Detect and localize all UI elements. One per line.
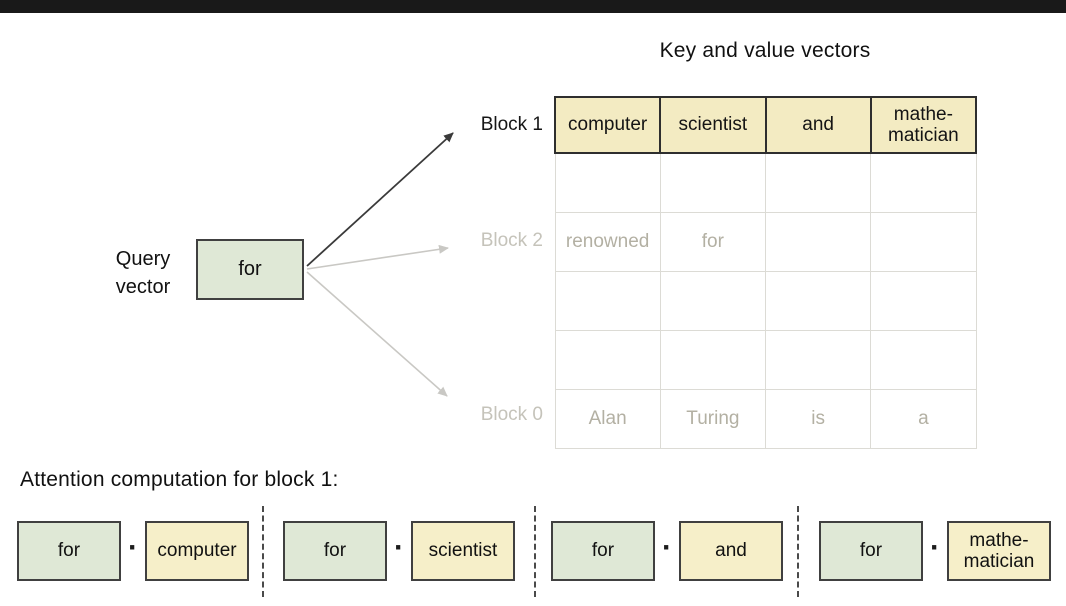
- kv-cell-empty: [554, 330, 661, 390]
- kv-row-block2: renowned for: [554, 212, 977, 272]
- kv-cell-empty: [870, 330, 977, 390]
- query-vector-label: Query vector: [101, 245, 185, 301]
- pair3-key-text: and: [715, 540, 747, 562]
- kv-cell-empty: [659, 330, 767, 390]
- kv-cell-empty: [764, 212, 872, 272]
- kv-cell-empty: [764, 330, 872, 390]
- kv-cell-empty: [554, 271, 661, 331]
- kv-cell-block0: a: [870, 389, 977, 449]
- attention-pair-3: for · and: [551, 521, 783, 581]
- dot-product-operator: ·: [930, 531, 940, 564]
- block0-label: Block 0: [480, 404, 543, 425]
- kv-cell-empty: [764, 271, 872, 331]
- attention-heading: Attention computation for block 1:: [20, 468, 339, 491]
- kv-cell-block2: for: [659, 212, 767, 272]
- kv-cell-block1: scientist: [659, 96, 767, 154]
- pair2-key-text: scientist: [428, 540, 498, 562]
- kv-cell-block2: renowned: [554, 212, 661, 272]
- block1-label: Block 1: [480, 114, 543, 135]
- block2-label: Block 2: [480, 230, 543, 251]
- pair1-key-text: computer: [157, 540, 237, 562]
- query-vector-label-line2: vector: [115, 276, 171, 298]
- key-token-box-2: scientist: [411, 521, 515, 581]
- pair-separator-dashed: [797, 506, 799, 597]
- kv-cell-block1: computer: [553, 96, 662, 154]
- kv-row-block1: computer scientist and mathe-matician: [553, 96, 978, 154]
- pair4-key-text: mathe-matician: [963, 529, 1035, 572]
- kv-cell-empty: [764, 152, 872, 213]
- dot-product-operator: ·: [128, 531, 138, 564]
- pair1-query-text: for: [57, 540, 81, 562]
- key-token-box-1: computer: [145, 521, 249, 581]
- kv-cell-empty: [659, 271, 767, 331]
- kv-row-empty: [554, 271, 977, 331]
- pair2-query-text: for: [323, 540, 347, 562]
- kv-cell-block1: mathe-matician: [869, 96, 978, 154]
- kv-cell-empty: [870, 271, 977, 331]
- query-vector-label-line1: Query: [115, 248, 171, 270]
- query-token-text: for: [238, 258, 262, 280]
- kv-cell-block0: Alan: [554, 389, 661, 449]
- kv-cell-empty: [870, 152, 977, 213]
- kv-cell-block0: is: [764, 389, 872, 449]
- kv-row-block0: Alan Turing is a: [554, 389, 977, 449]
- kv-cell-block1: and: [764, 96, 872, 154]
- arrow-to-block0: [306, 271, 448, 397]
- kv-cell-empty: [659, 152, 767, 213]
- query-token-box-4: for: [819, 521, 923, 581]
- kv-row-empty: [554, 330, 977, 390]
- kv-table-title: Key and value vectors: [659, 39, 871, 62]
- attention-pair-4: for · mathe-matician: [819, 521, 1051, 581]
- key-token-box-3: and: [679, 521, 783, 581]
- kv-cell-block0: Turing: [659, 389, 767, 449]
- window-top-bar: [0, 0, 1066, 13]
- arrow-to-block2: [306, 244, 449, 270]
- attention-pair-2: for · scientist: [283, 521, 515, 581]
- key-token-box-4: mathe-matician: [947, 521, 1051, 581]
- kv-cell-empty: [870, 212, 977, 272]
- kv-cell-empty: [554, 152, 661, 213]
- kv-row-empty: [554, 152, 977, 213]
- query-token-box: for: [196, 239, 304, 300]
- query-token-box-2: for: [283, 521, 387, 581]
- query-token-box-3: for: [551, 521, 655, 581]
- kv-table: computer scientist and mathe-matician re…: [553, 96, 978, 449]
- dot-product-operator: ·: [394, 531, 404, 564]
- pair-separator-dashed: [262, 506, 264, 597]
- pair3-query-text: for: [591, 540, 615, 562]
- pair-separator-dashed: [534, 506, 536, 597]
- pair4-query-text: for: [859, 540, 883, 562]
- attention-pair-1: for · computer: [17, 521, 249, 581]
- arrow-to-block1: [306, 132, 454, 267]
- dot-product-operator: ·: [662, 531, 672, 564]
- query-token-box-1: for: [17, 521, 121, 581]
